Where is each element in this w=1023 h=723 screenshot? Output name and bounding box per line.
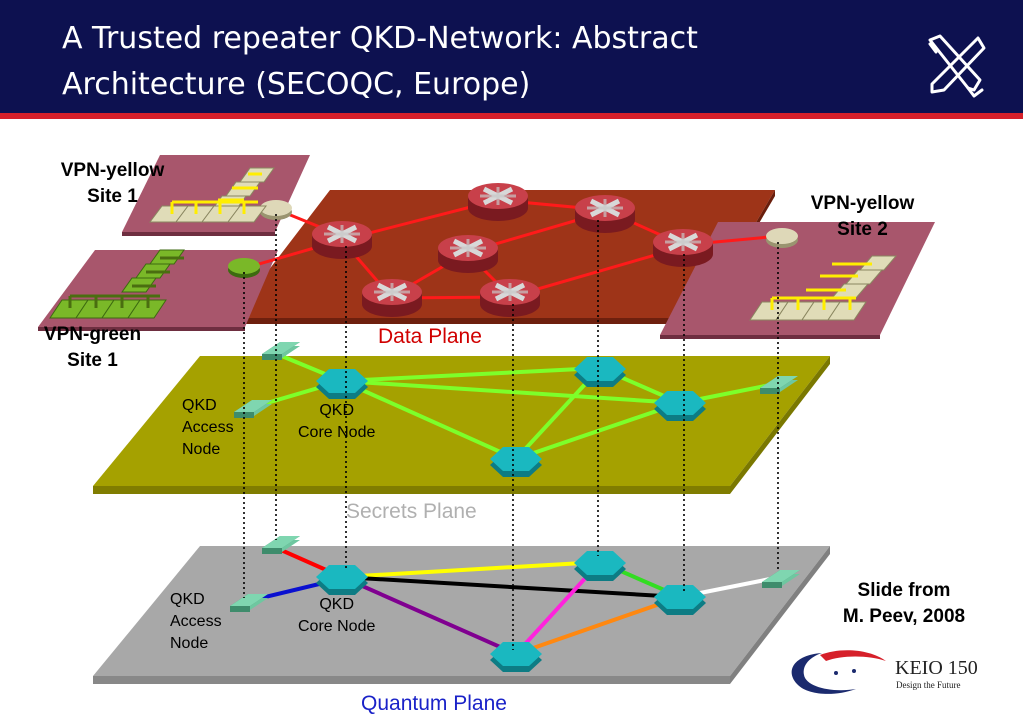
vpn-yellow-site1-label: VPN-yellow Site 1: [60, 160, 165, 207]
vpn-yellow-site2-hosts: [749, 255, 898, 321]
data-router: [362, 279, 422, 317]
title-bar: [0, 0, 1023, 113]
vpn-green-site1-label: VPN-green Site 1: [43, 324, 142, 371]
qkd-core-node-label: QKD Core Node: [298, 402, 376, 441]
quantum-plane-label: Quantum Plane: [361, 692, 507, 715]
data-plane-label: Data Plane: [378, 325, 482, 348]
slide-credit: Slide from M. Peev, 2008: [842, 580, 966, 627]
plane-connector-lines: [243, 214, 779, 650]
keio-logo-icon: [791, 650, 886, 694]
data-router: [438, 235, 498, 273]
quantum-plane: [93, 546, 830, 676]
vpn-yellow-site2-label: VPN-yellow Site 2: [810, 193, 915, 240]
keio-tagline: Design the Future: [896, 680, 961, 690]
qkd-access-node-label: QKD Access Node: [182, 397, 234, 458]
vpn-yellow-site1-gateway: [260, 200, 292, 220]
qkd-access-node-label: QKD Access Node: [170, 591, 222, 652]
slide-title: A Trusted repeater QKD-Network: Abstract…: [62, 21, 698, 102]
vpn-yellow-site1-hosts: [149, 167, 275, 223]
qkd-core-node-label: QKD Core Node: [298, 596, 376, 635]
vpn-yellow-site2-pad: [660, 222, 935, 335]
data-router: [468, 183, 528, 221]
vpn-green-site1-gateway: [228, 258, 260, 278]
title-bar-accent-stripe: [0, 113, 1023, 119]
data-router: [480, 279, 540, 317]
data-router: [575, 195, 635, 233]
secrets-plane-label: Secrets Plane: [346, 500, 477, 523]
qkd-network-diagram: [38, 155, 935, 684]
crossed-pens-logo-icon: [928, 34, 986, 98]
data-router: [653, 229, 713, 267]
vpn-green-site1-hosts: [49, 249, 185, 319]
keio-150-logotype: KEIO 150: [895, 657, 978, 679]
data-router: [312, 221, 372, 259]
